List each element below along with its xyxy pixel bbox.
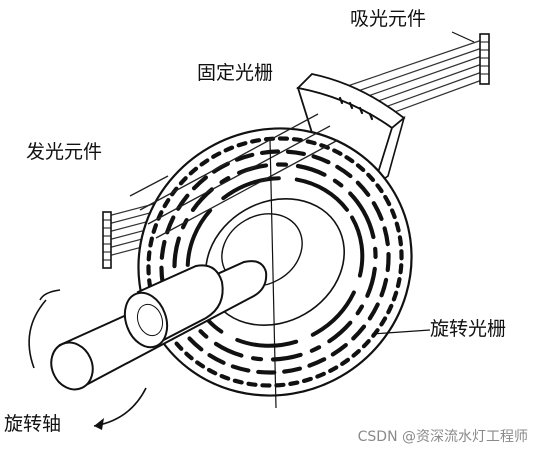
emitter-connector-pins (103, 219, 111, 261)
watermark: CSDN @资深流水灯工程师 (357, 429, 528, 445)
absorber-connector-pins (480, 41, 489, 75)
leader-lines (371, 31, 475, 335)
fixed-grating-label: 固定光栅 (197, 62, 274, 84)
rotation-axis-label: 旋转轴 (4, 413, 62, 435)
emitter-connector (102, 211, 112, 269)
absorber-connector (479, 33, 490, 85)
light-beams (129, 113, 339, 239)
rotation-arrow-head (94, 418, 104, 430)
absorber-label: 吸光元件 (350, 8, 427, 30)
emitter-label: 发光元件 (26, 141, 103, 163)
shaft (50, 260, 268, 391)
axis-line (269, 139, 277, 409)
rotating-grating-label: 旋转光栅 (430, 318, 507, 340)
